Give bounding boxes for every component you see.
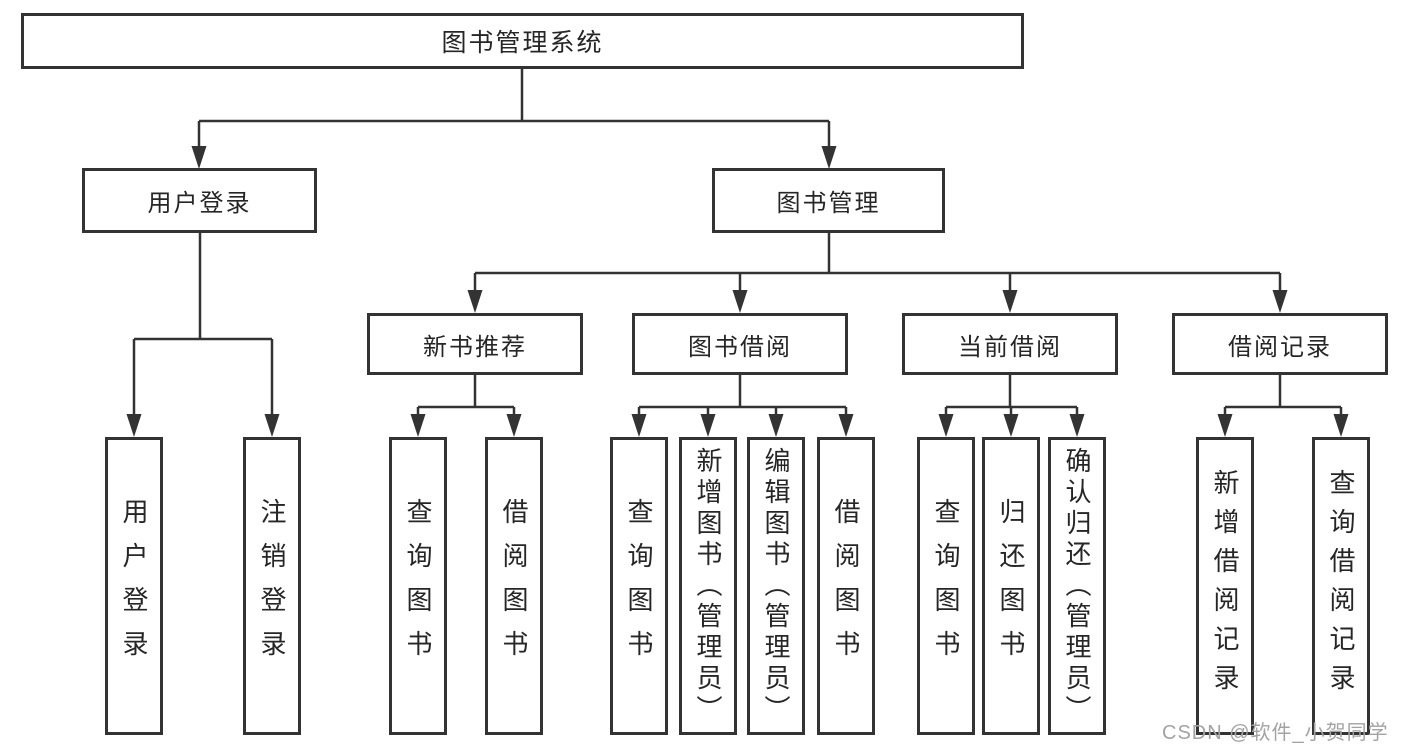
leaf-recommend-query-books: 查询图书 [389,437,447,735]
leaf-query-borrow-record-label: 查询借阅记录 [1326,469,1356,703]
leaf-current-query-books-label: 查询图书 [931,498,961,674]
leaf-recommend-borrow-books: 借阅图书 [485,437,543,735]
leaf-recommend-borrow-books-label: 借阅图书 [499,498,529,674]
leaf-borrow-books-label: 借阅图书 [831,498,861,674]
arrowheads [126,146,1349,437]
node-book-borrow: 图书借阅 [632,313,848,375]
leaf-confirm-return-admin: 确认归还（管理员） [1048,437,1106,735]
node-current-borrow: 当前借阅 [902,313,1118,375]
node-root-system-label: 图书管理系统 [441,29,604,57]
leaf-borrow-query-books-label: 查询图书 [624,498,654,674]
leaf-edit-books-admin: 编辑图书（管理员） [747,437,805,735]
leaf-logout-login: 注销登录 [243,437,301,735]
node-new-book-recommend: 新书推荐 [367,313,583,375]
node-current-borrow-label: 当前借阅 [958,333,1062,361]
leaf-recommend-query-books-label: 查询图书 [403,498,433,674]
node-user-login: 用户登录 [82,168,317,233]
leaf-confirm-return-admin-label: 确认归还（管理员） [1062,446,1092,726]
csdn-watermark: CSDN @软件_小贺同学 [1162,722,1389,744]
leaf-add-books-admin: 新增图书（管理员） [679,437,737,735]
leaf-edit-books-admin-label: 编辑图书（管理员） [761,446,791,726]
leaf-borrow-books: 借阅图书 [817,437,875,735]
node-user-login-label: 用户登录 [147,190,252,217]
node-new-book-recommend-label: 新书推荐 [423,333,527,361]
leaf-current-query-books: 查询图书 [917,437,975,735]
leaf-user-login-label: 用户登录 [119,498,149,674]
leaf-add-borrow-record-label: 新增借阅记录 [1210,469,1240,703]
node-root-system: 图书管理系统 [21,13,1024,69]
node-borrow-records-label: 借阅记录 [1228,333,1332,361]
node-book-borrow-label: 图书借阅 [688,333,792,361]
leaf-query-borrow-record: 查询借阅记录 [1312,437,1370,735]
leaf-return-books: 归还图书 [982,437,1040,735]
leaf-user-login: 用户登录 [105,437,163,735]
leaf-add-books-admin-label: 新增图书（管理员） [693,446,723,726]
node-book-management: 图书管理 [712,168,945,233]
leaf-borrow-query-books: 查询图书 [610,437,668,735]
node-borrow-records: 借阅记录 [1172,313,1388,375]
leaf-return-books-label: 归还图书 [996,498,1026,674]
leaf-add-borrow-record: 新增借阅记录 [1196,437,1254,735]
node-book-management-label: 图书管理 [776,190,881,217]
leaf-logout-login-label: 注销登录 [257,498,287,674]
